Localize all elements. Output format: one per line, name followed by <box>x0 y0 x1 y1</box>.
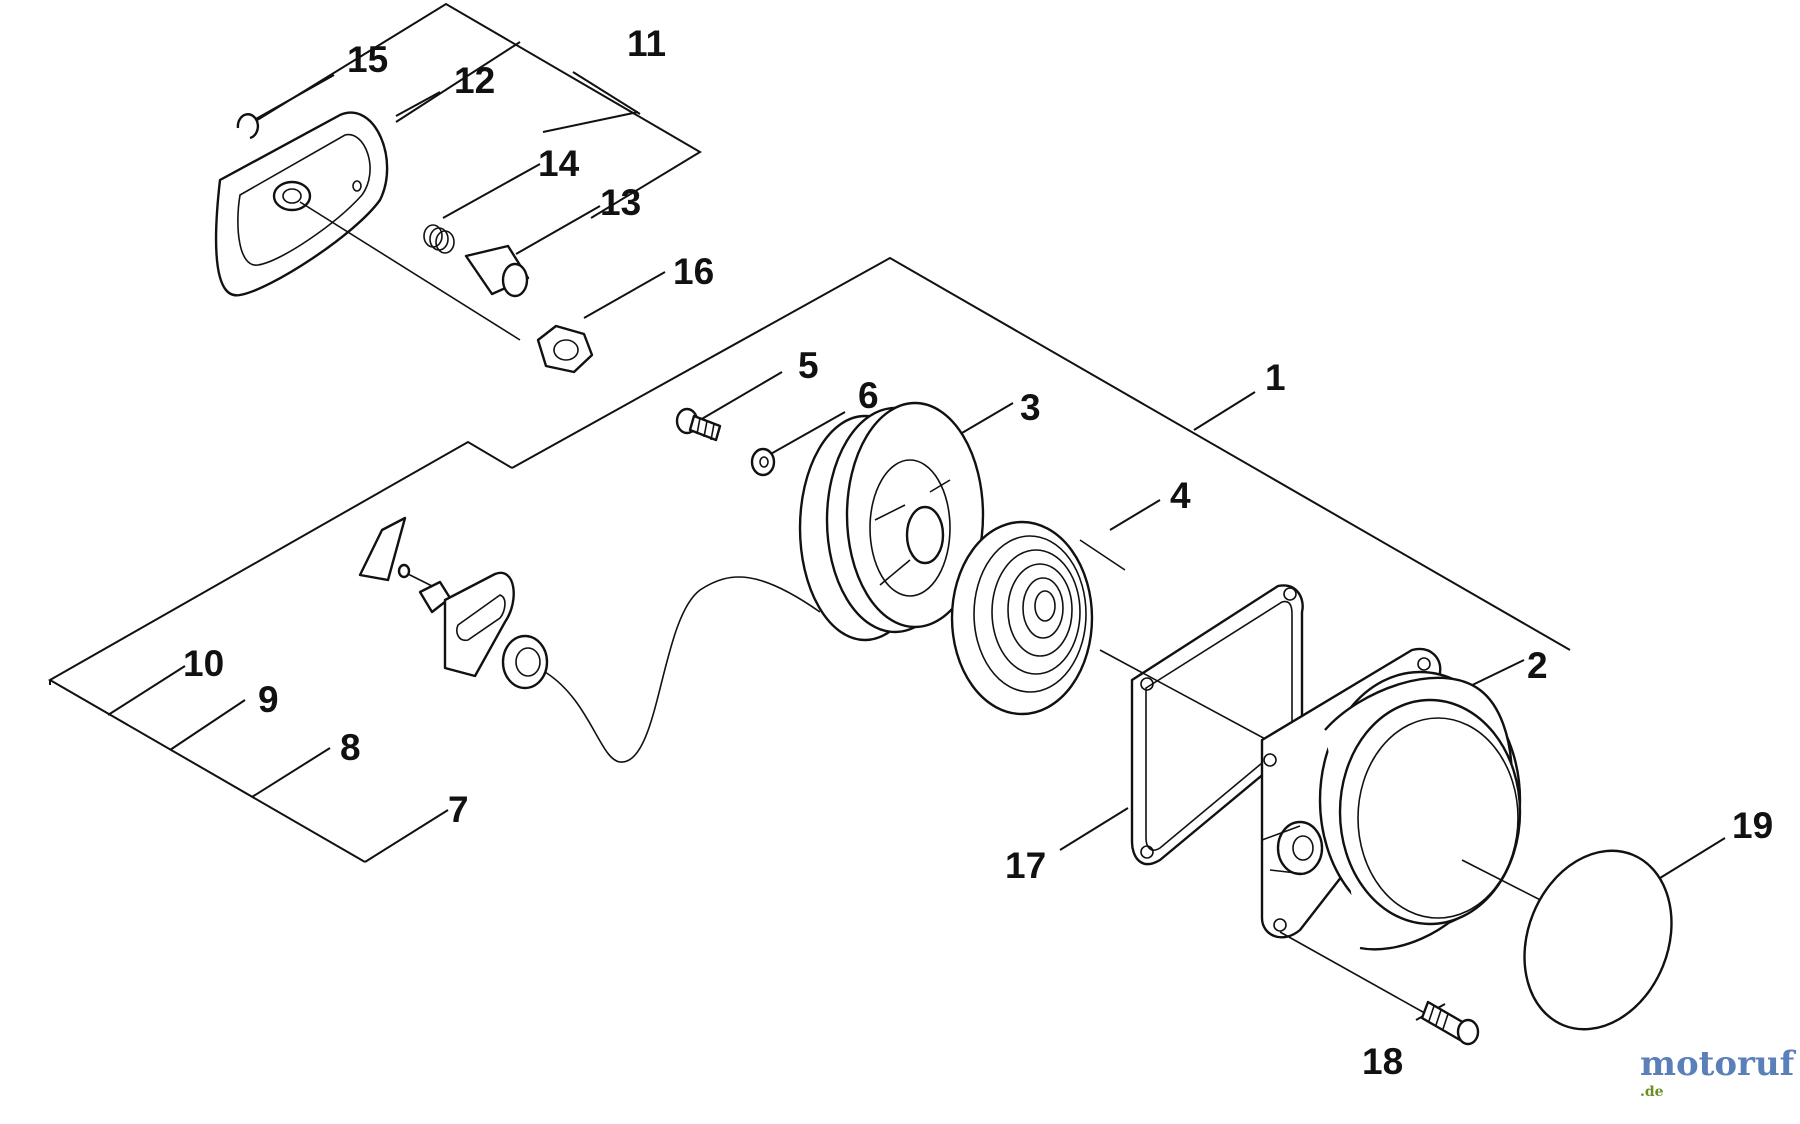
callout-8: 8 <box>340 727 361 768</box>
callout-16: 16 <box>673 251 714 292</box>
callout-9: 9 <box>258 679 279 720</box>
pin-part <box>464 244 530 298</box>
cover-disc-part <box>1523 849 1673 1031</box>
callout-7: 7 <box>448 789 469 830</box>
pulley-part <box>798 401 985 642</box>
callout-10: 10 <box>183 643 224 684</box>
nut-part <box>536 324 594 374</box>
spring-part <box>423 224 455 254</box>
handle-part <box>214 111 521 341</box>
watermark-logo: motoruf.de <box>1640 1044 1800 1124</box>
starter-housing-part <box>1260 647 1561 951</box>
callout-5: 5 <box>798 345 819 386</box>
callout-4: 4 <box>1170 475 1191 516</box>
exploded-parts-diagram: 15 12 11 14 13 16 5 6 3 1 4 2 10 9 8 7 1… <box>47 2 1773 1082</box>
callout-labels: 15 12 11 14 13 16 5 6 3 1 4 2 10 9 8 7 1… <box>183 23 1773 1082</box>
callout-13: 13 <box>600 182 641 223</box>
washer-part <box>750 447 776 477</box>
bolt-part <box>1279 931 1480 1046</box>
grip-part <box>443 571 549 690</box>
callout-3: 3 <box>1020 387 1041 428</box>
callout-15: 15 <box>347 39 388 80</box>
callout-11: 11 <box>627 23 666 64</box>
recoil-spring-part <box>950 520 1126 716</box>
callout-17: 17 <box>1005 845 1046 886</box>
handle-assembly-bracket <box>253 2 702 219</box>
starter-assembly-bracket <box>47 256 1571 863</box>
callout-14: 14 <box>538 143 580 184</box>
e-clip-part <box>236 113 260 140</box>
watermark-text: motoruf <box>1640 1044 1795 1084</box>
callout-12: 12 <box>454 60 495 101</box>
callout-1: 1 <box>1265 357 1286 398</box>
callout-2: 2 <box>1527 645 1548 686</box>
friction-plate-part <box>358 516 407 582</box>
leader-lines <box>253 74 1726 1021</box>
anchor-pin-part <box>397 563 452 614</box>
callout-19: 19 <box>1732 805 1773 846</box>
callout-18: 18 <box>1362 1041 1403 1082</box>
watermark-suffix: .de <box>1640 1084 1664 1100</box>
callout-6: 6 <box>858 375 879 416</box>
screw-part <box>675 407 722 442</box>
rope-part <box>544 576 821 763</box>
